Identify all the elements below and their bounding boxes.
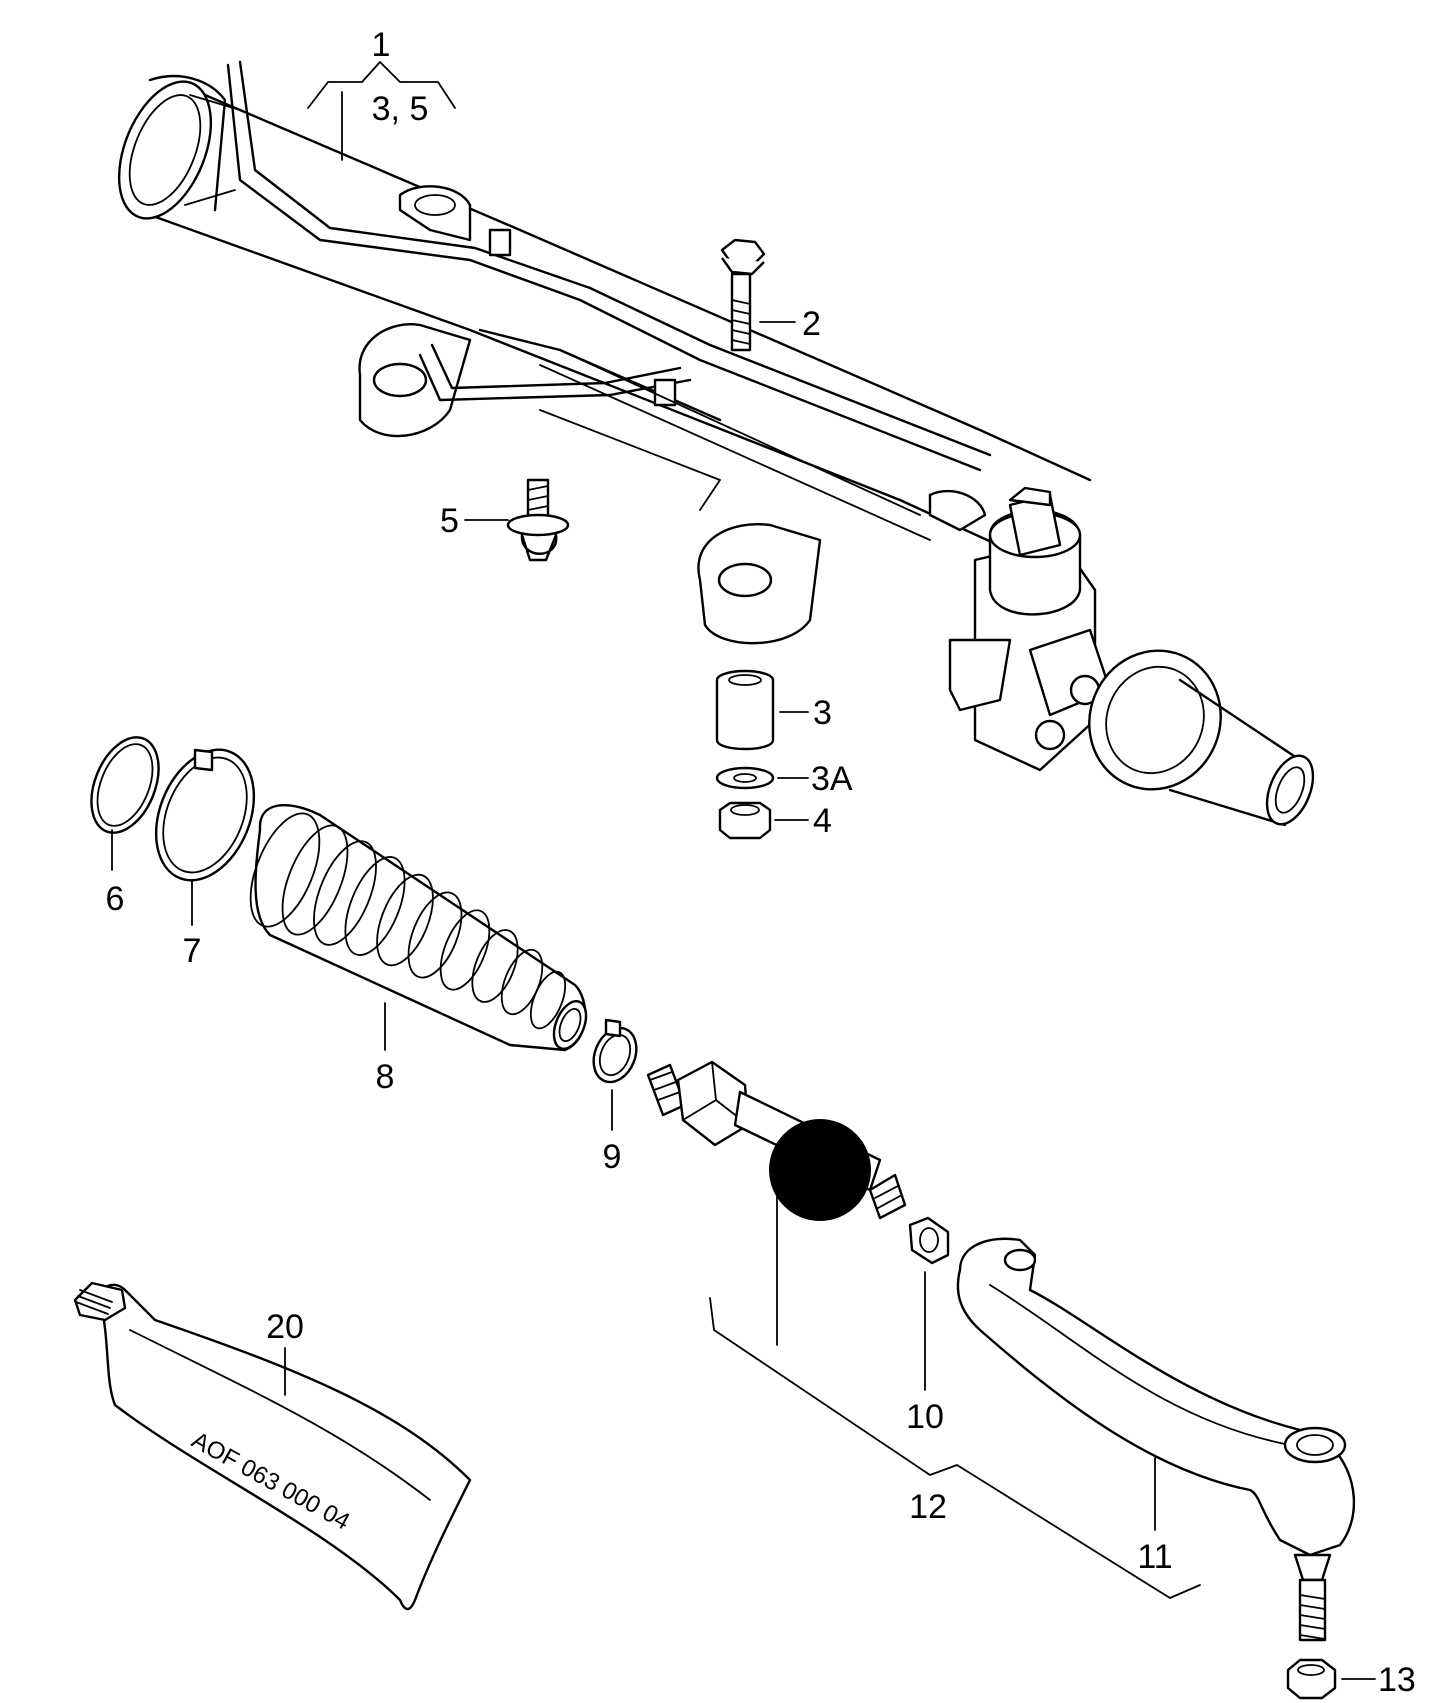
callout-1-sub-label: 3, 5 xyxy=(372,90,429,128)
bellows-boot-part-8: 8 xyxy=(249,803,588,1096)
callout-1: 1 3, 5 xyxy=(307,26,456,161)
marker-dot xyxy=(769,1119,871,1221)
callout-10-label: 10 xyxy=(906,1398,944,1436)
callout-12-label: 12 xyxy=(909,1488,947,1526)
callout-7-label: 7 xyxy=(183,932,202,970)
callout-2-label: 2 xyxy=(802,305,821,343)
callout-8-label: 8 xyxy=(376,1058,395,1096)
nut-part-10: 10 xyxy=(906,1216,950,1436)
clamp-part-7: 7 xyxy=(154,748,256,970)
callout-4-label: 4 xyxy=(813,802,832,840)
bolt-part-2: 2 xyxy=(720,238,821,352)
callout-3-label: 3 xyxy=(813,694,832,732)
callout-6-label: 6 xyxy=(106,880,125,918)
washer-part-3a: 3A xyxy=(715,760,853,798)
clip-part-5: 5 xyxy=(440,478,570,562)
callout-5-label: 5 xyxy=(440,502,459,540)
o-ring-part-6: 6 xyxy=(90,736,160,918)
callout-9-label: 9 xyxy=(603,1138,622,1176)
nut-part-13: 13 xyxy=(1286,1658,1416,1700)
grease-tube-part-20: AOF 063 000 04 20 xyxy=(73,1281,472,1611)
callout-1-label: 1 xyxy=(372,26,391,64)
callout-3a-label: 3A xyxy=(811,760,853,798)
tie-rod-end-part-11: 11 xyxy=(956,1237,1356,1642)
small-clamp-part-9: 9 xyxy=(592,1018,638,1176)
bushing-part-3: 3 xyxy=(715,669,832,751)
steering-rack-housing xyxy=(117,60,1315,827)
callout-11-label: 11 xyxy=(1137,1538,1172,1576)
callout-13-label: 13 xyxy=(1378,1661,1416,1699)
callout-12-bracket: 12 xyxy=(709,1297,1201,1599)
nut-part-4: 4 xyxy=(718,801,832,840)
callout-20-label: 20 xyxy=(266,1308,304,1346)
